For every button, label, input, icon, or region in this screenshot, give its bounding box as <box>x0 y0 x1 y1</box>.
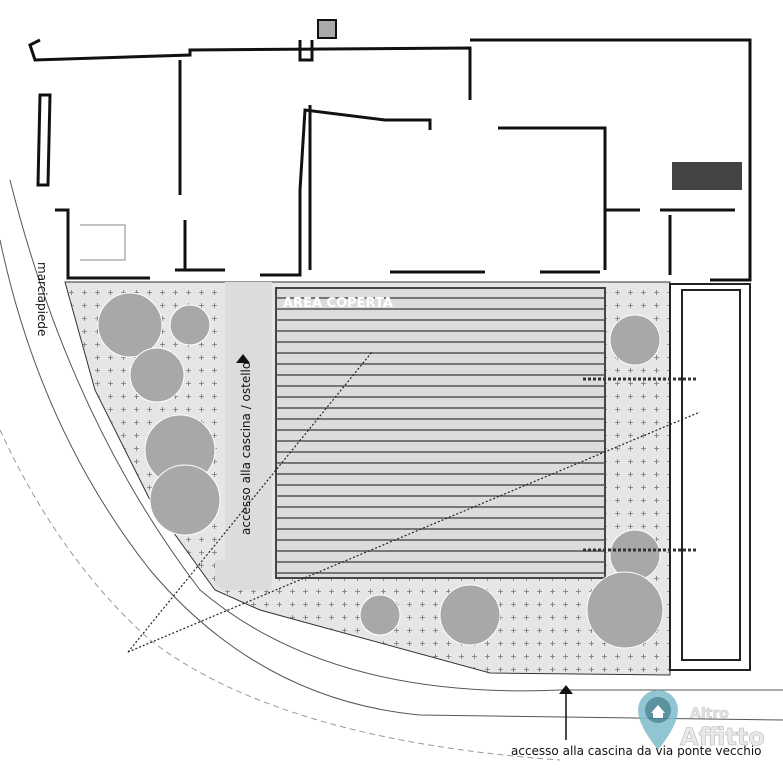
flow-arrows <box>127 351 701 653</box>
trees <box>97 292 664 649</box>
road-lines <box>0 179 783 761</box>
watermark-logo: Altro Affitto <box>638 690 765 751</box>
building-walls <box>28 19 752 282</box>
covered-area-label: AREA COPERTA <box>283 296 393 311</box>
watermark-line1: Altro <box>690 706 729 722</box>
watermark-line2: Affitto <box>680 723 765 751</box>
two-way-arrows <box>583 377 698 552</box>
main-access-label: accesso alla cascina da via ponte vecchi… <box>511 744 762 758</box>
house-icon <box>651 705 665 718</box>
access-path <box>215 282 272 590</box>
side-access-label: accesso alla cascina / ostello <box>239 362 253 535</box>
side-lane <box>669 283 751 671</box>
main-access-arrow-icon <box>559 685 573 694</box>
covered-area <box>275 287 606 579</box>
side-access-arrow-icon <box>236 354 250 363</box>
sidewalk-label: marciapiede <box>35 262 49 336</box>
